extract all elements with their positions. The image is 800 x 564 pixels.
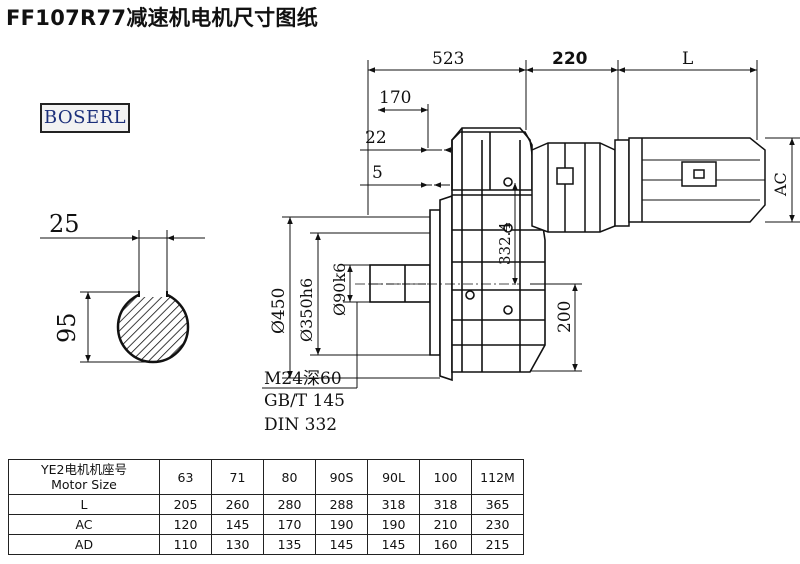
table-cell: 280 xyxy=(263,494,316,515)
note-standard-gb: GB/T 145 xyxy=(264,391,345,411)
table-cell: 145 xyxy=(211,514,264,535)
dim-95-label: 95 xyxy=(53,312,81,343)
table-cell: 318 xyxy=(367,494,420,515)
row-label: AC xyxy=(8,514,160,535)
table-cell: 135 xyxy=(263,534,316,555)
dim-200-label: 200 xyxy=(555,301,575,333)
table-cell: 160 xyxy=(419,534,472,555)
dim-523-label: 523 xyxy=(432,49,464,69)
header-en: Motor Size xyxy=(51,477,117,492)
size-cell: 80 xyxy=(263,459,316,495)
table-cell: 365 xyxy=(471,494,524,515)
brand-logo: BOSERL xyxy=(40,103,130,133)
dim-22-label: 22 xyxy=(365,128,387,148)
dim-25-label: 25 xyxy=(49,210,80,238)
dim-170-label: 170 xyxy=(379,88,411,108)
table-cell: 205 xyxy=(159,494,212,515)
table-cell: 170 xyxy=(263,514,316,535)
dim-90-label: Ø90k6 xyxy=(330,263,349,316)
motor-assembly xyxy=(531,137,766,233)
dim-AC-label: AC xyxy=(771,172,790,197)
dim-450-label: Ø450 xyxy=(269,288,289,334)
dim-5-label: 5 xyxy=(372,163,383,183)
note-thread: M24深60 xyxy=(264,369,342,389)
size-cell: 90S xyxy=(315,459,368,495)
table-cell: 145 xyxy=(367,534,420,555)
table-cell: 215 xyxy=(471,534,524,555)
table-cell: 288 xyxy=(315,494,368,515)
table-row: AD 110 130 135 145 145 160 215 xyxy=(8,534,524,555)
dim-332-label: 332.4 xyxy=(496,222,514,265)
page-title: FF107R77减速机电机尺寸图纸 xyxy=(6,6,319,30)
dim-220-label: 220 xyxy=(552,49,588,69)
header-cn: YE2电机机座号 xyxy=(41,462,127,477)
table-cell: 120 xyxy=(159,514,212,535)
table-cell: 130 xyxy=(211,534,264,555)
motor-size-table: YE2电机机座号 Motor Size 63 71 80 90S 90L 100… xyxy=(8,459,524,555)
table-row: AC 120 145 170 190 190 210 230 xyxy=(8,514,524,535)
table-cell: 230 xyxy=(471,514,524,535)
table-row: L 205 260 280 288 318 318 365 xyxy=(8,494,524,515)
shaft-section xyxy=(40,230,205,364)
table-cell: 210 xyxy=(419,514,472,535)
row-label: L xyxy=(8,494,160,515)
gear-reducer-body xyxy=(369,127,546,382)
table-cell: 318 xyxy=(419,494,472,515)
size-cell: 71 xyxy=(211,459,264,495)
note-standard-din: DIN 332 xyxy=(264,415,337,435)
dim-350-label: Ø350h6 xyxy=(297,278,316,342)
size-cell: 90L xyxy=(367,459,420,495)
table-cell: 110 xyxy=(159,534,212,555)
left-dimensions xyxy=(282,216,440,379)
table-header-label: YE2电机机座号 Motor Size xyxy=(8,459,160,495)
row-label: AD xyxy=(8,534,160,555)
dim-AC xyxy=(765,137,800,223)
table-cell: 190 xyxy=(315,514,368,535)
table-cell: 260 xyxy=(211,494,264,515)
table-cell: 190 xyxy=(367,514,420,535)
size-cell: 100 xyxy=(419,459,472,495)
table-header-row: YE2电机机座号 Motor Size 63 71 80 90S 90L 100… xyxy=(8,459,524,495)
size-cell: 112M xyxy=(471,459,524,495)
size-cell: 63 xyxy=(159,459,212,495)
dim-200 xyxy=(530,283,582,372)
dim-L-label: L xyxy=(682,49,693,69)
table-cell: 145 xyxy=(315,534,368,555)
